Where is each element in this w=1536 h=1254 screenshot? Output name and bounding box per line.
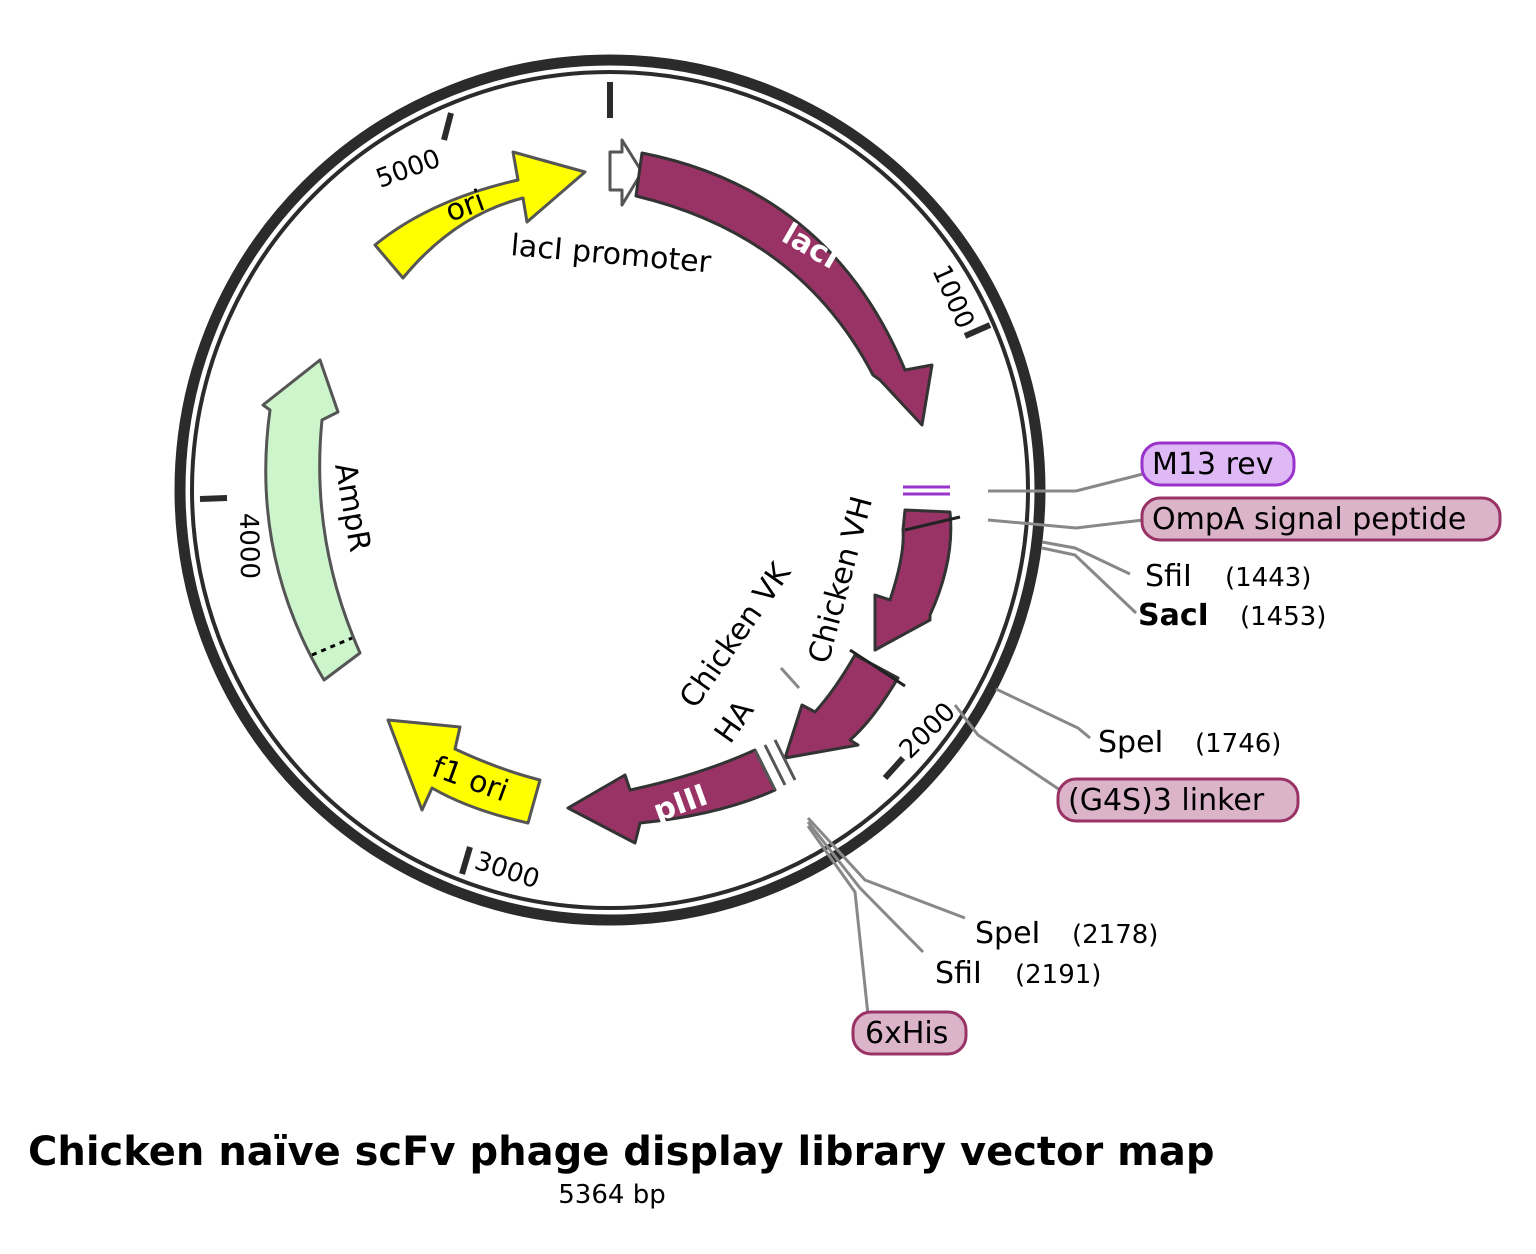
leader-sfi2: [806, 821, 925, 954]
chicken-vh-arrow: [873, 508, 953, 652]
ha-label: HA: [708, 694, 762, 750]
leader-saci: [1041, 546, 1138, 615]
spe1-name: SpeI: [1098, 725, 1163, 760]
ori-arrow: [373, 150, 587, 280]
chicken-vk-arrow: [783, 653, 900, 760]
chicken-vh-label: Chicken VH: [802, 493, 880, 667]
spe1-pos: (1746): [1195, 729, 1281, 759]
ompa-label: OmpA signal peptide: [1152, 502, 1466, 537]
sfi1-pos: (1443): [1225, 563, 1311, 593]
ha-mark-1: [753, 749, 777, 791]
tick-marks: [199, 82, 992, 875]
leader-spe1: [995, 687, 1091, 740]
tick-1000: [963, 322, 992, 339]
ha-mark-3: [773, 739, 797, 781]
ampr-label: AmpR: [327, 460, 377, 554]
features: [261, 138, 961, 845]
ampr-dotted-divider: [311, 636, 353, 657]
leader-g4s: [953, 704, 1061, 792]
map-title: Chicken naïve scFv phage display library…: [28, 1129, 1214, 1175]
leader-ompa: [987, 518, 1144, 530]
tick-4000: [199, 495, 228, 502]
tick-2000: [882, 755, 906, 781]
spe2-name: SpeI: [975, 916, 1040, 951]
leader-chicken-vk: [779, 666, 801, 690]
g4s-label: (G4S)3 linker: [1068, 783, 1265, 818]
saci-name: SacI: [1138, 598, 1209, 633]
ompa-mark: [904, 515, 961, 532]
f1-ori-arrow: [386, 718, 542, 825]
map-subtitle: 5364 bp: [558, 1180, 665, 1210]
his-pill: [851, 1010, 968, 1056]
tick-label-4000: 4000: [233, 513, 264, 580]
leader-m13: [988, 472, 1144, 493]
ampr-arrow: [261, 358, 362, 682]
annotations: M13 rev OmpA signal peptide SfiI (1443) …: [851, 441, 1502, 1056]
sfi2-name: SfiI: [935, 956, 982, 991]
lacI-promoter-label: lacI promoter: [509, 228, 713, 280]
lacI-promoter-arrow: [608, 138, 644, 207]
tick-label-1000: 1000: [926, 261, 980, 334]
ompa-pill: [1140, 496, 1502, 542]
lacI-arrow: [634, 151, 934, 427]
leader-sfi1: [1041, 540, 1131, 576]
g4s-pill: [1056, 777, 1300, 823]
m13-rev-pill: [1140, 441, 1296, 487]
spe2-pos: (2178): [1072, 920, 1158, 950]
saci-pos: (1453): [1240, 602, 1326, 632]
tick-5000: [441, 112, 454, 141]
his-label: 6xHis: [865, 1016, 948, 1051]
sfi1-name: SfiI: [1145, 559, 1192, 594]
ha-mark-2: [763, 744, 787, 786]
m13-rev-label: M13 rev: [1152, 447, 1273, 482]
linker-mark: [849, 648, 906, 688]
leader-lines: [779, 472, 1144, 1016]
tick-label-5000: 5000: [372, 144, 444, 195]
leader-his: [806, 825, 870, 1016]
sfi2-pos: (2191): [1015, 960, 1101, 990]
tick-3000: [459, 846, 473, 875]
chicken-vk-label: Chicken VK: [673, 556, 799, 715]
leader-spe2: [806, 816, 966, 920]
